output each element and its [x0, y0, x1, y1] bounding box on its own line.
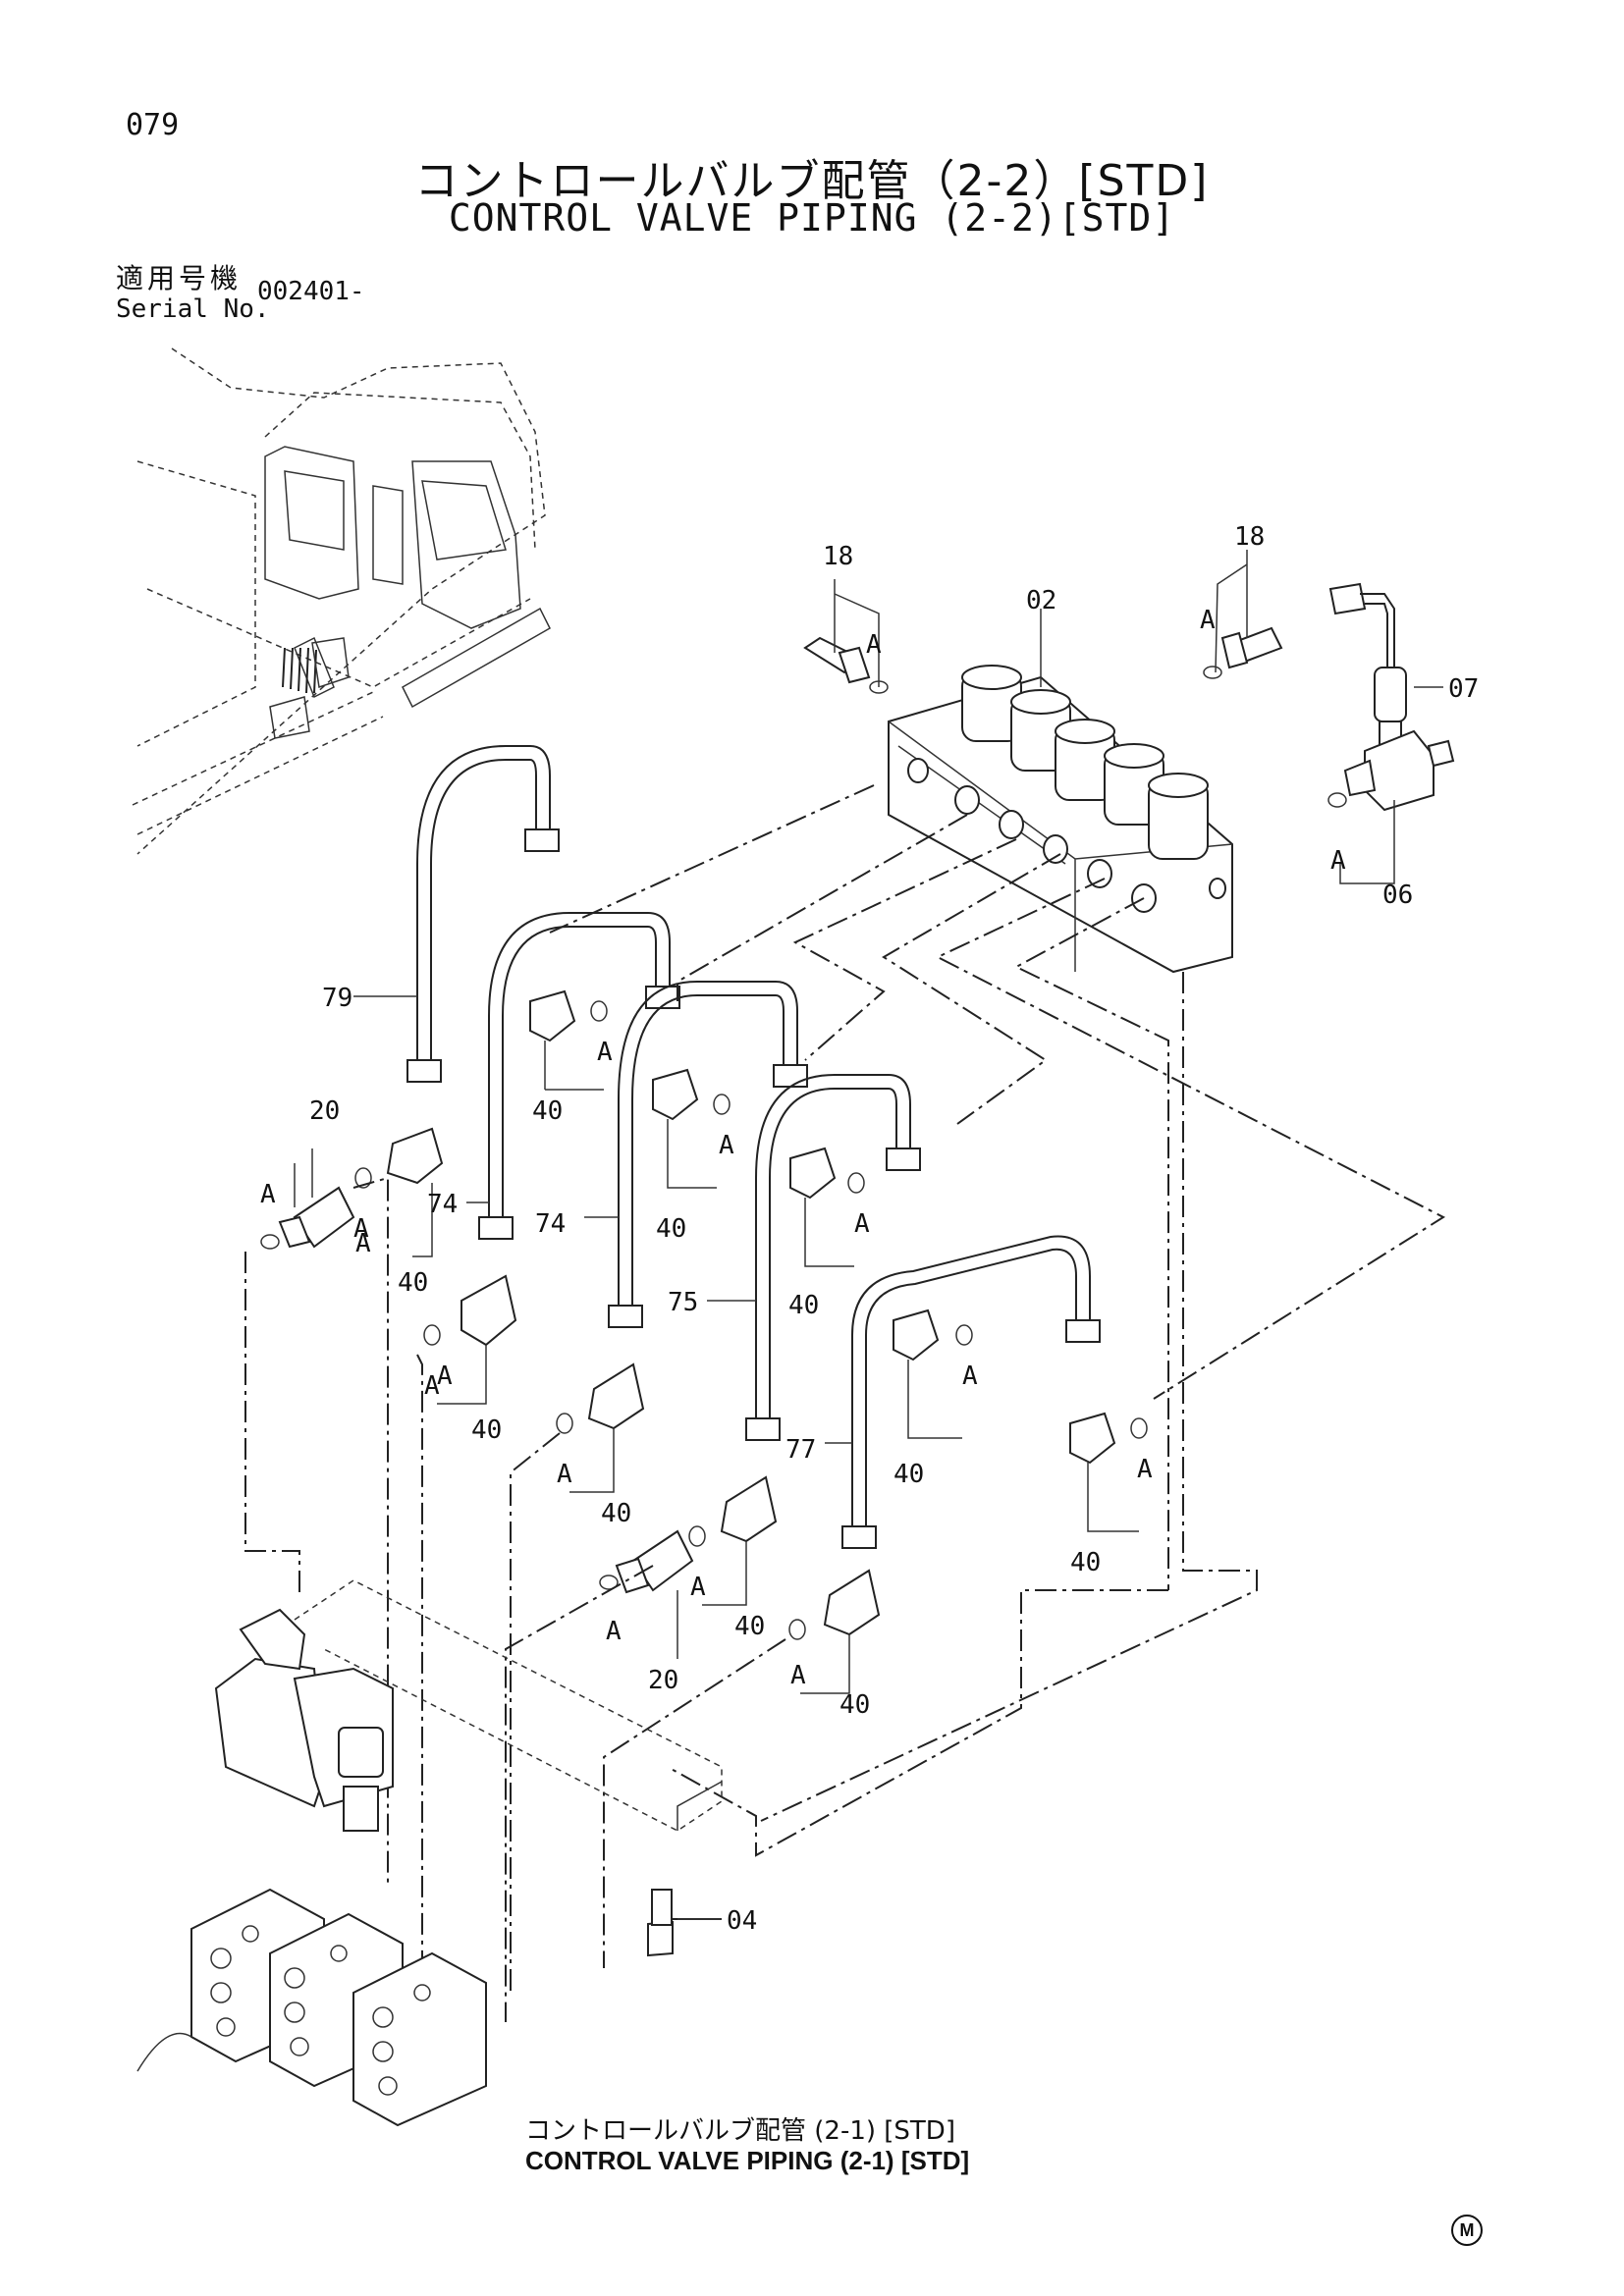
callout-06: 06: [1382, 881, 1413, 910]
solenoid-valve-block: [888, 665, 1233, 974]
pipe-74-b: [608, 981, 808, 1328]
callout-labels: 18 18 02 07 06 79 20 74 74 75 77 20 04 4…: [309, 522, 1479, 1936]
callout-40: 40: [734, 1612, 765, 1641]
callout-20-upper: 20: [309, 1096, 340, 1126]
serial-label-jp: 適用号機: [116, 262, 243, 294]
a-mark: A: [597, 1038, 613, 1067]
a-mark: A: [962, 1362, 978, 1391]
callout-40: 40: [398, 1268, 428, 1298]
page-title-jp: コントロールバルブ配管（2-2）[STD]: [414, 156, 1210, 206]
reference-title-en: CONTROL VALVE PIPING (2-1) [STD]: [525, 2146, 970, 2175]
a-mark: A: [1200, 606, 1216, 635]
a-mark: A: [424, 1371, 440, 1401]
pipe-74-a: [478, 912, 680, 1240]
valve-ports: [210, 1925, 431, 2096]
callout-18-right: 18: [1234, 522, 1265, 552]
callout-79: 79: [322, 984, 352, 1013]
page-number: 079: [126, 108, 180, 142]
a-mark: A: [606, 1617, 622, 1646]
a-mark: A: [260, 1180, 276, 1209]
callout-40: 40: [532, 1096, 563, 1126]
adaptor-06: [1327, 729, 1455, 812]
serial-value: 002401-: [257, 277, 365, 306]
callout-20-lower: 20: [648, 1666, 678, 1695]
callout-40: 40: [601, 1499, 631, 1528]
a-mark: A: [790, 1661, 806, 1690]
a-mark: A: [557, 1460, 572, 1489]
routing-lines: [244, 784, 1446, 2022]
callout-74-right: 74: [535, 1209, 566, 1239]
callout-18-left: 18: [823, 542, 853, 571]
callout-40: 40: [893, 1460, 924, 1489]
a-mark: A: [437, 1362, 453, 1391]
a-mark: A: [353, 1214, 369, 1244]
a-mark: A: [1330, 846, 1346, 876]
circled-m-mark: M: [1451, 2215, 1483, 2246]
a-mark: A: [866, 630, 882, 660]
leader-lines: [294, 550, 1443, 1920]
adaptor-20: [260, 1186, 694, 1594]
a-marks: A A A A A A A A A A A A A A A A A: [260, 606, 1346, 1690]
elbow-fittings-40: [354, 989, 1148, 1640]
a-mark: A: [1137, 1455, 1153, 1484]
pipe-75: [745, 1074, 921, 1441]
pressure-sensor-07: [1328, 582, 1407, 747]
callout-40: 40: [839, 1690, 870, 1720]
a-mark: A: [854, 1209, 870, 1239]
lower-control-valves: [136, 1579, 723, 2127]
serial-label-en: Serial No.: [116, 294, 270, 324]
callout-40: 40: [788, 1291, 819, 1320]
a-mark: A: [355, 1229, 371, 1258]
callout-74-left: 74: [427, 1190, 458, 1219]
a-mark: A: [719, 1131, 734, 1160]
callout-40: 40: [1070, 1548, 1101, 1577]
solenoid-coils: [961, 665, 1209, 860]
page-title-en: CONTROL VALVE PIPING (2-2)[STD]: [448, 196, 1176, 240]
callout-04: 04: [727, 1906, 757, 1936]
callout-77: 77: [785, 1435, 816, 1465]
fitting-18-right: [1203, 626, 1283, 679]
pipe-77: [841, 1235, 1101, 1549]
callout-07: 07: [1448, 674, 1479, 704]
callout-40: 40: [471, 1415, 502, 1445]
a-mark: A: [690, 1573, 706, 1602]
callout-40: 40: [656, 1214, 686, 1244]
callout-02: 02: [1026, 586, 1056, 615]
reference-title-jp: コントロールバルブ配管 (2-1) [STD]: [525, 2116, 955, 2146]
callout-75: 75: [668, 1288, 698, 1317]
machine-cab-outline: [132, 347, 551, 855]
pipe-79: [406, 745, 560, 1083]
